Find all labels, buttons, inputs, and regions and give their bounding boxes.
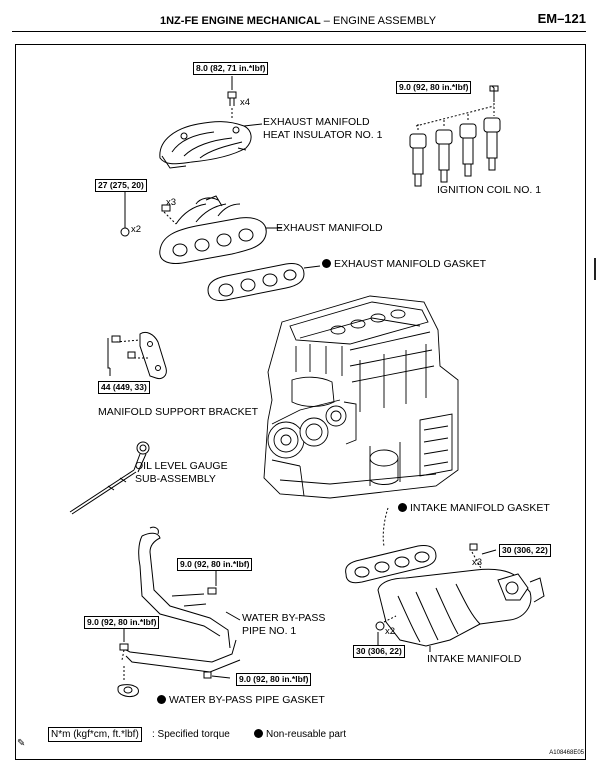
header-title-bold: 1NZ-FE ENGINE MECHANICAL bbox=[160, 15, 321, 27]
intake-manifold-drawing bbox=[375, 543, 545, 652]
torque-intake-top: 30 (306, 22) bbox=[499, 544, 551, 557]
engine-block-drawing bbox=[263, 295, 459, 499]
label-exhaust-manifold: EXHAUST MANIFOLD bbox=[276, 222, 383, 234]
label-oil-gauge-line1: OIL LEVEL GAUGE bbox=[135, 460, 228, 472]
exhaust-manifold-drawing bbox=[120, 192, 282, 264]
legend-unit-box: N*m (kgf*cm, ft.*lbf) bbox=[48, 727, 142, 742]
diagram-frame bbox=[15, 44, 586, 760]
label-ignition-coil: IGNITION COIL NO. 1 bbox=[437, 184, 542, 196]
multiplier-insulator: x4 bbox=[240, 97, 251, 108]
label-intake-gasket-text: INTAKE MANIFOLD GASKET bbox=[410, 502, 550, 514]
torque-pipe-top: 9.0 (92, 80 in.*lbf) bbox=[177, 558, 253, 571]
label-bypass-gasket: WATER BY-PASS PIPE GASKET bbox=[157, 694, 325, 707]
multiplier-exhaust-bolt: x3 bbox=[166, 197, 177, 208]
label-bypass-gasket-text: WATER BY-PASS PIPE GASKET bbox=[169, 694, 325, 706]
header-rule bbox=[12, 31, 586, 32]
heat-insulator-drawing bbox=[159, 68, 263, 169]
label-support-bracket: MANIFOLD SUPPORT BRACKET bbox=[98, 406, 259, 418]
multiplier-intake-bottom: x2 bbox=[385, 626, 396, 637]
torque-leader-lines bbox=[109, 76, 497, 679]
label-heat-insulator-line1: EXHAUST MANIFOLD bbox=[263, 116, 370, 128]
legend-unit-desc: : Specified torque bbox=[152, 729, 230, 740]
non-reusable-dot-icon bbox=[157, 695, 166, 704]
non-reusable-dot-icon bbox=[322, 259, 331, 268]
legend-nonreusable-text: Non-reusable part bbox=[266, 729, 347, 740]
torque-intake-bottom: 30 (306, 22) bbox=[353, 645, 405, 658]
non-reusable-dot-icon bbox=[398, 503, 407, 512]
multiplier-intake-top: x3 bbox=[472, 557, 483, 568]
page-edge-mark bbox=[594, 258, 596, 280]
label-bypass-pipe: WATER BY-PASS PIPE NO. 1 bbox=[242, 612, 325, 638]
label-intake-gasket: INTAKE MANIFOLD GASKET bbox=[398, 502, 550, 515]
torque-insulator: 8.0 (82, 71 in.*lbf) bbox=[193, 62, 269, 75]
label-exhaust-gasket-text: EXHAUST MANIFOLD GASKET bbox=[334, 258, 487, 270]
support-bracket-drawing bbox=[107, 331, 167, 379]
label-oil-gauge: OIL LEVEL GAUGE SUB-ASSEMBLY bbox=[135, 460, 228, 486]
label-heat-insulator-line2: HEAT INSULATOR NO. 1 bbox=[263, 129, 383, 141]
torque-pipe-bottom: 9.0 (92, 80 in.*lbf) bbox=[236, 673, 312, 686]
exhaust-gasket-drawing bbox=[207, 263, 321, 301]
ignition-coils-drawing bbox=[409, 85, 501, 187]
legend-nonreusable: Non-reusable part bbox=[254, 728, 346, 741]
torque-bracket: 44 (449, 33) bbox=[98, 381, 150, 394]
page-header-title: 1NZ-FE ENGINE MECHANICAL – ENGINE ASSEMB… bbox=[160, 15, 436, 27]
multiplier-exhaust-nut: x2 bbox=[131, 224, 142, 235]
label-heat-insulator: EXHAUST MANIFOLD HEAT INSULATOR NO. 1 bbox=[263, 116, 382, 142]
non-reusable-dot-icon bbox=[254, 729, 263, 738]
pen-icon: ✎ bbox=[17, 738, 26, 749]
label-bypass-pipe-line2: PIPE NO. 1 bbox=[242, 625, 297, 637]
oil-gauge-drawing bbox=[69, 441, 150, 515]
label-oil-gauge-line2: SUB-ASSEMBLY bbox=[135, 473, 216, 485]
label-bypass-pipe-line1: WATER BY-PASS bbox=[242, 612, 326, 624]
header-title-sep: – bbox=[323, 15, 330, 27]
header-title-rest: ENGINE ASSEMBLY bbox=[332, 15, 437, 27]
torque-pipe-left: 9.0 (92, 80 in.*lbf) bbox=[84, 616, 160, 629]
bypass-pipe-drawing bbox=[117, 526, 241, 697]
intake-gasket-drawing bbox=[345, 507, 437, 584]
page-number: EM–121 bbox=[537, 11, 586, 26]
torque-exhaust: 27 (275, 20) bbox=[95, 179, 147, 192]
torque-coil: 9.0 (92, 80 in.*lbf) bbox=[396, 81, 472, 94]
label-exhaust-gasket: EXHAUST MANIFOLD GASKET bbox=[322, 258, 486, 271]
label-intake-manifold: INTAKE MANIFOLD bbox=[427, 653, 522, 665]
figure-id: A108468E05 bbox=[549, 750, 584, 756]
